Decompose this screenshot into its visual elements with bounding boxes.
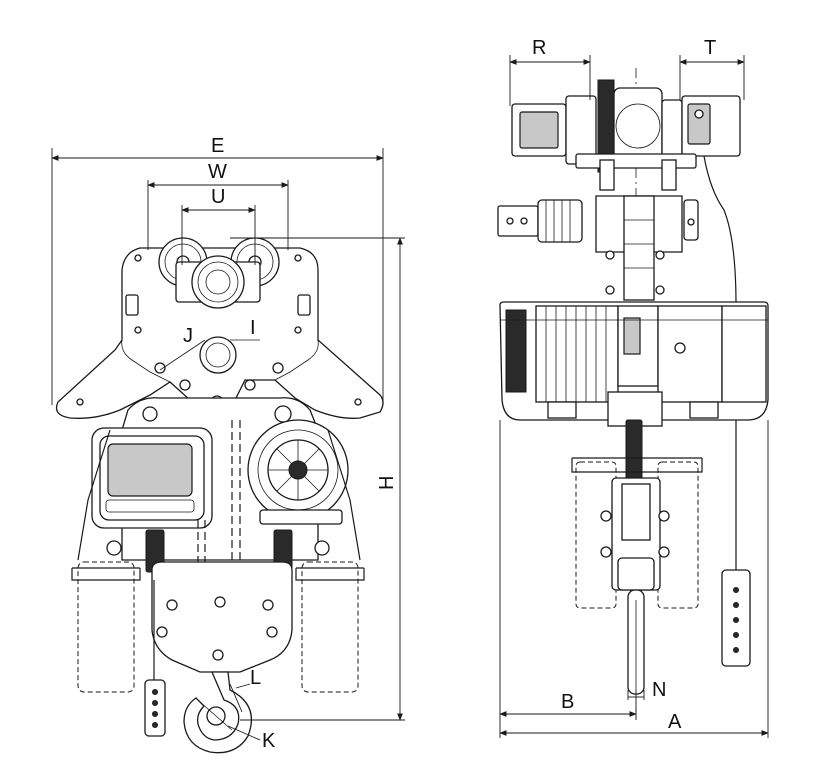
dim-L xyxy=(229,683,251,713)
chain-bucket-left xyxy=(77,561,135,693)
hook xyxy=(183,671,253,754)
dim-H xyxy=(230,237,405,721)
label-E: E xyxy=(211,135,224,157)
hook-block xyxy=(151,561,293,673)
label-N: N xyxy=(652,679,666,701)
cross-shaft xyxy=(199,336,237,374)
label-U: U xyxy=(211,186,225,208)
pendant-switch xyxy=(144,679,166,737)
label-H: H xyxy=(376,476,398,490)
label-T: T xyxy=(704,37,716,59)
label-A: A xyxy=(668,711,682,733)
front-view: E W U J I H L K xyxy=(51,135,405,754)
chain-bucket-right xyxy=(301,561,359,693)
cross-shaft-side xyxy=(497,205,539,237)
dim-E xyxy=(51,148,384,405)
dim-R xyxy=(509,55,591,106)
label-B: B xyxy=(561,691,574,713)
side-view: R T B N A xyxy=(497,37,769,738)
dim-B xyxy=(499,420,637,738)
dim-K xyxy=(227,725,261,741)
beam-pin xyxy=(191,255,245,309)
dim-A xyxy=(499,420,769,738)
chain-bucket-side-left xyxy=(575,461,617,609)
spring-side xyxy=(625,419,643,485)
label-L: L xyxy=(250,667,261,689)
dim-T xyxy=(679,55,745,100)
dim-N xyxy=(627,690,645,700)
label-W: W xyxy=(208,161,227,183)
label-R: R xyxy=(532,37,546,59)
dim-U xyxy=(181,205,256,265)
label-K: K xyxy=(262,730,276,752)
chain-bucket-side-right xyxy=(657,461,699,609)
label-J: J xyxy=(183,325,193,347)
label-I: I xyxy=(250,317,256,339)
